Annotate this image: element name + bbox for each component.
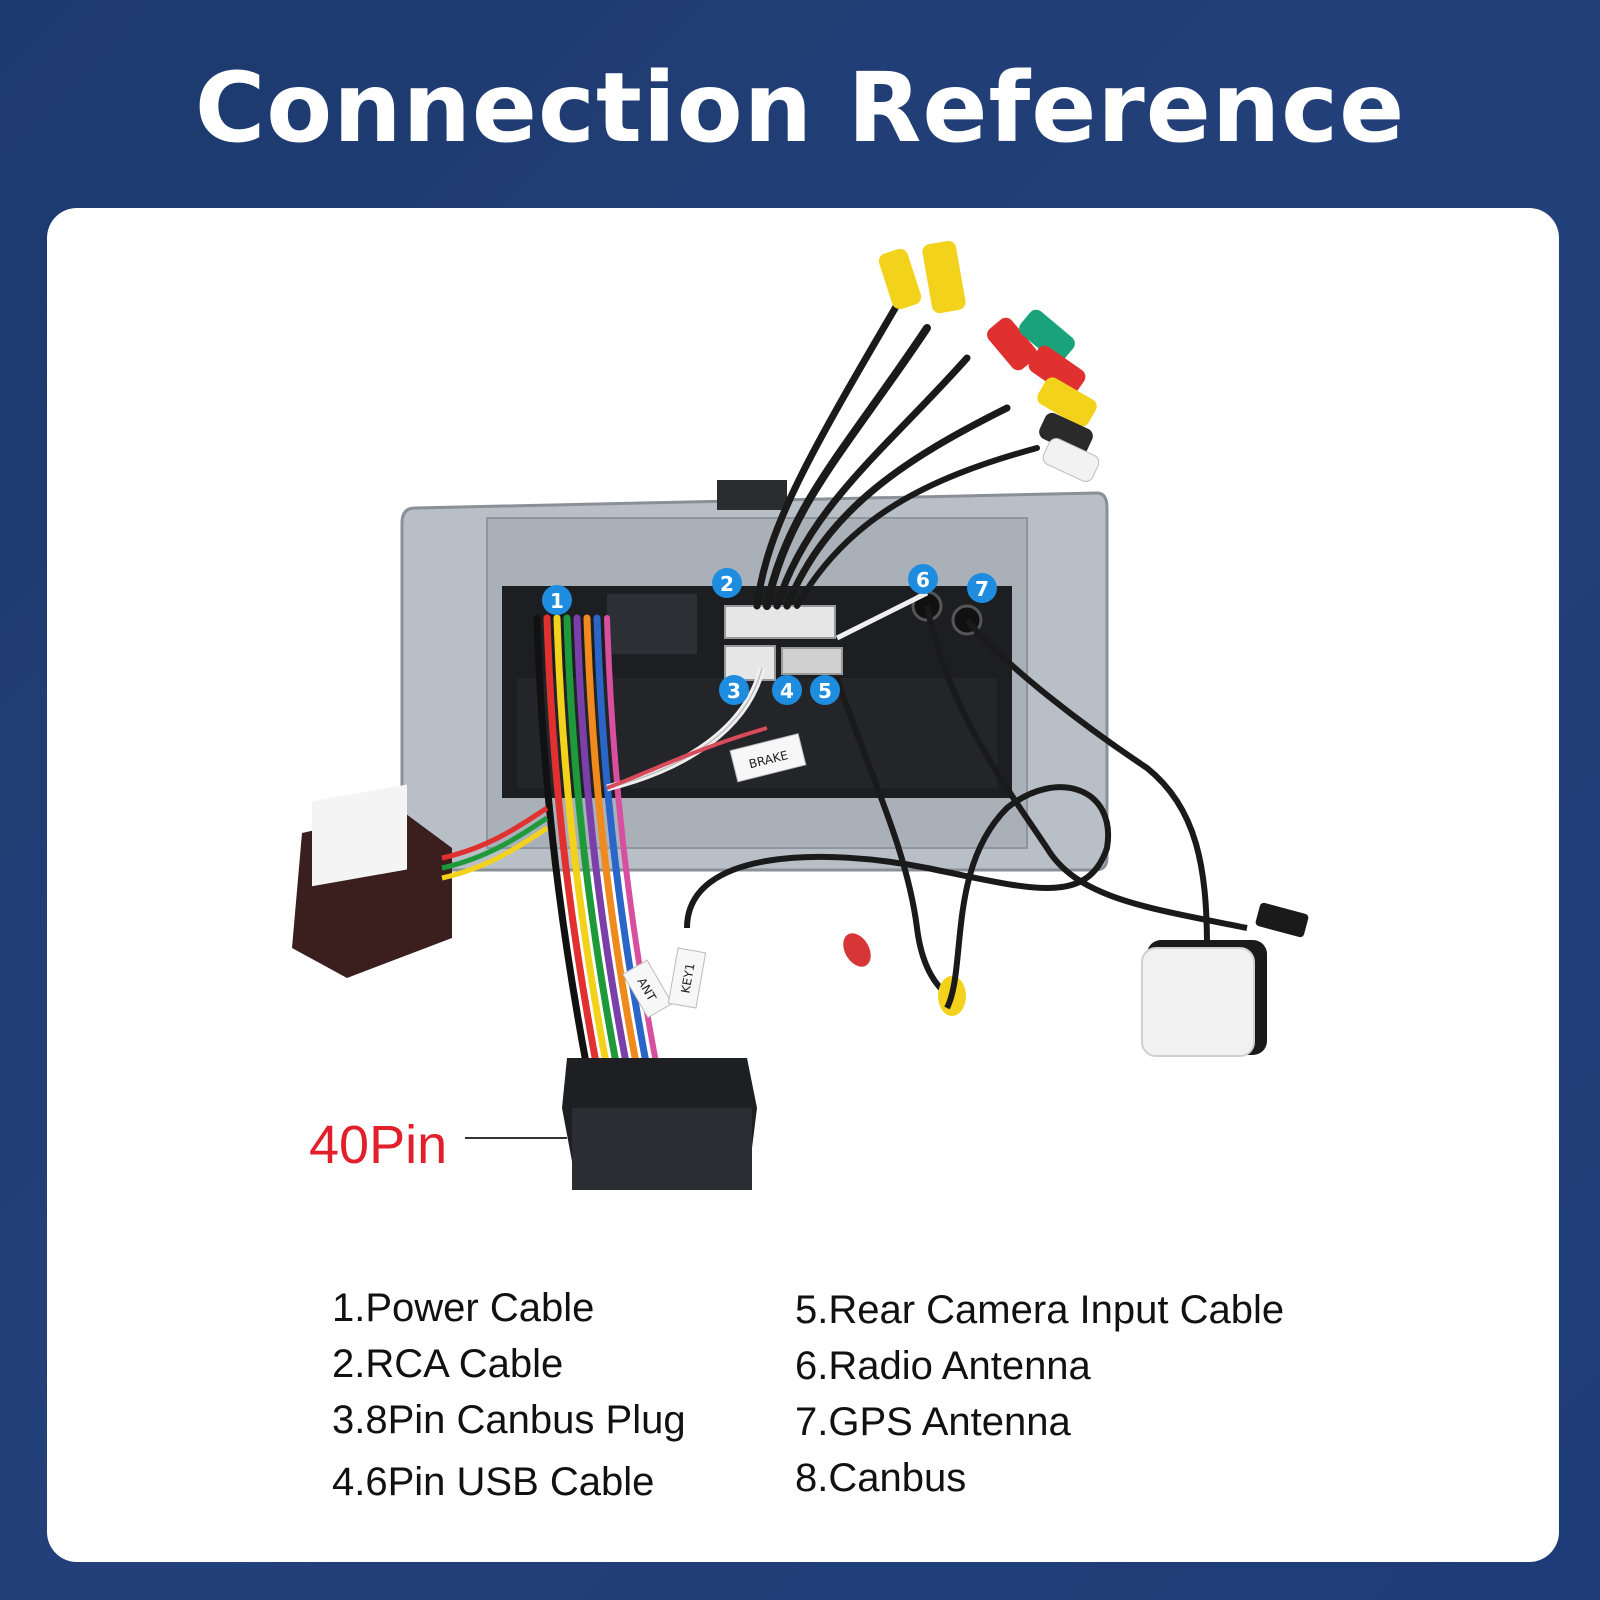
gps-antenna-puck [1141, 940, 1267, 1057]
power-harness [533, 614, 660, 1072]
legend-item-2: 2.RCA Cable [332, 1342, 564, 1386]
legend-item-3: 3.8Pin Canbus Plug [332, 1398, 686, 1442]
svg-text:4: 4 [780, 679, 794, 703]
page-title: Connection Reference [194, 52, 1406, 164]
diagram-card: BRAKE ANT KEY1 1 2 3 4 5 [47, 208, 1559, 1562]
svg-text:2: 2 [720, 572, 734, 596]
svg-text:6: 6 [916, 568, 930, 592]
ant-tag: ANT [622, 959, 673, 1019]
usb-white-cable [835, 590, 929, 641]
gps-antenna-cable [964, 618, 1210, 949]
usb-6pin-connector [781, 647, 843, 675]
canbus-8pin-connector [724, 645, 776, 681]
40pin-label: 40Pin [309, 1115, 448, 1175]
key1-tag-text: KEY1 [678, 962, 697, 994]
brake-tag: BRAKE [729, 733, 807, 783]
badge-4: 4 [772, 675, 802, 705]
rca-cable-bundle [753, 284, 1040, 610]
canbus-box [292, 784, 549, 978]
svg-text:7: 7 [975, 577, 989, 601]
badge-2: 2 [712, 568, 742, 598]
svg-text:5: 5 [818, 679, 832, 703]
wiring-diagram: BRAKE ANT KEY1 1 2 3 4 5 [292, 240, 1309, 1190]
legend-item-4: 4.6Pin USB Cable [332, 1460, 655, 1504]
rca-plugs [878, 240, 1100, 482]
badge-3: 3 [719, 675, 749, 705]
cable-loop [684, 784, 1112, 1010]
svg-text:1: 1 [550, 589, 564, 613]
legend-item-6: 6.Radio Antenna [795, 1344, 1091, 1388]
badge-7: 7 [967, 573, 997, 603]
legend-item-8: 8.Canbus [795, 1456, 967, 1500]
legend-item-1: 1.Power Cable [332, 1286, 595, 1330]
legend-item-7: 7.GPS Antenna [795, 1400, 1071, 1444]
svg-text:3: 3 [727, 679, 741, 703]
badge-5: 5 [810, 675, 840, 705]
rca-connector [724, 605, 836, 639]
radio-antenna-plug [1255, 902, 1309, 938]
red-brake-wire [606, 726, 768, 790]
40pin-connector [562, 1058, 757, 1190]
legend-item-5: 5.Rear Camera Input Cable [795, 1288, 1285, 1332]
radio-antenna-cable [924, 605, 1248, 931]
rear-camera-cable [834, 677, 954, 1001]
key1-tag: KEY1 [667, 947, 707, 1009]
badge-6: 6 [908, 564, 938, 594]
badge-1: 1 [542, 585, 572, 615]
